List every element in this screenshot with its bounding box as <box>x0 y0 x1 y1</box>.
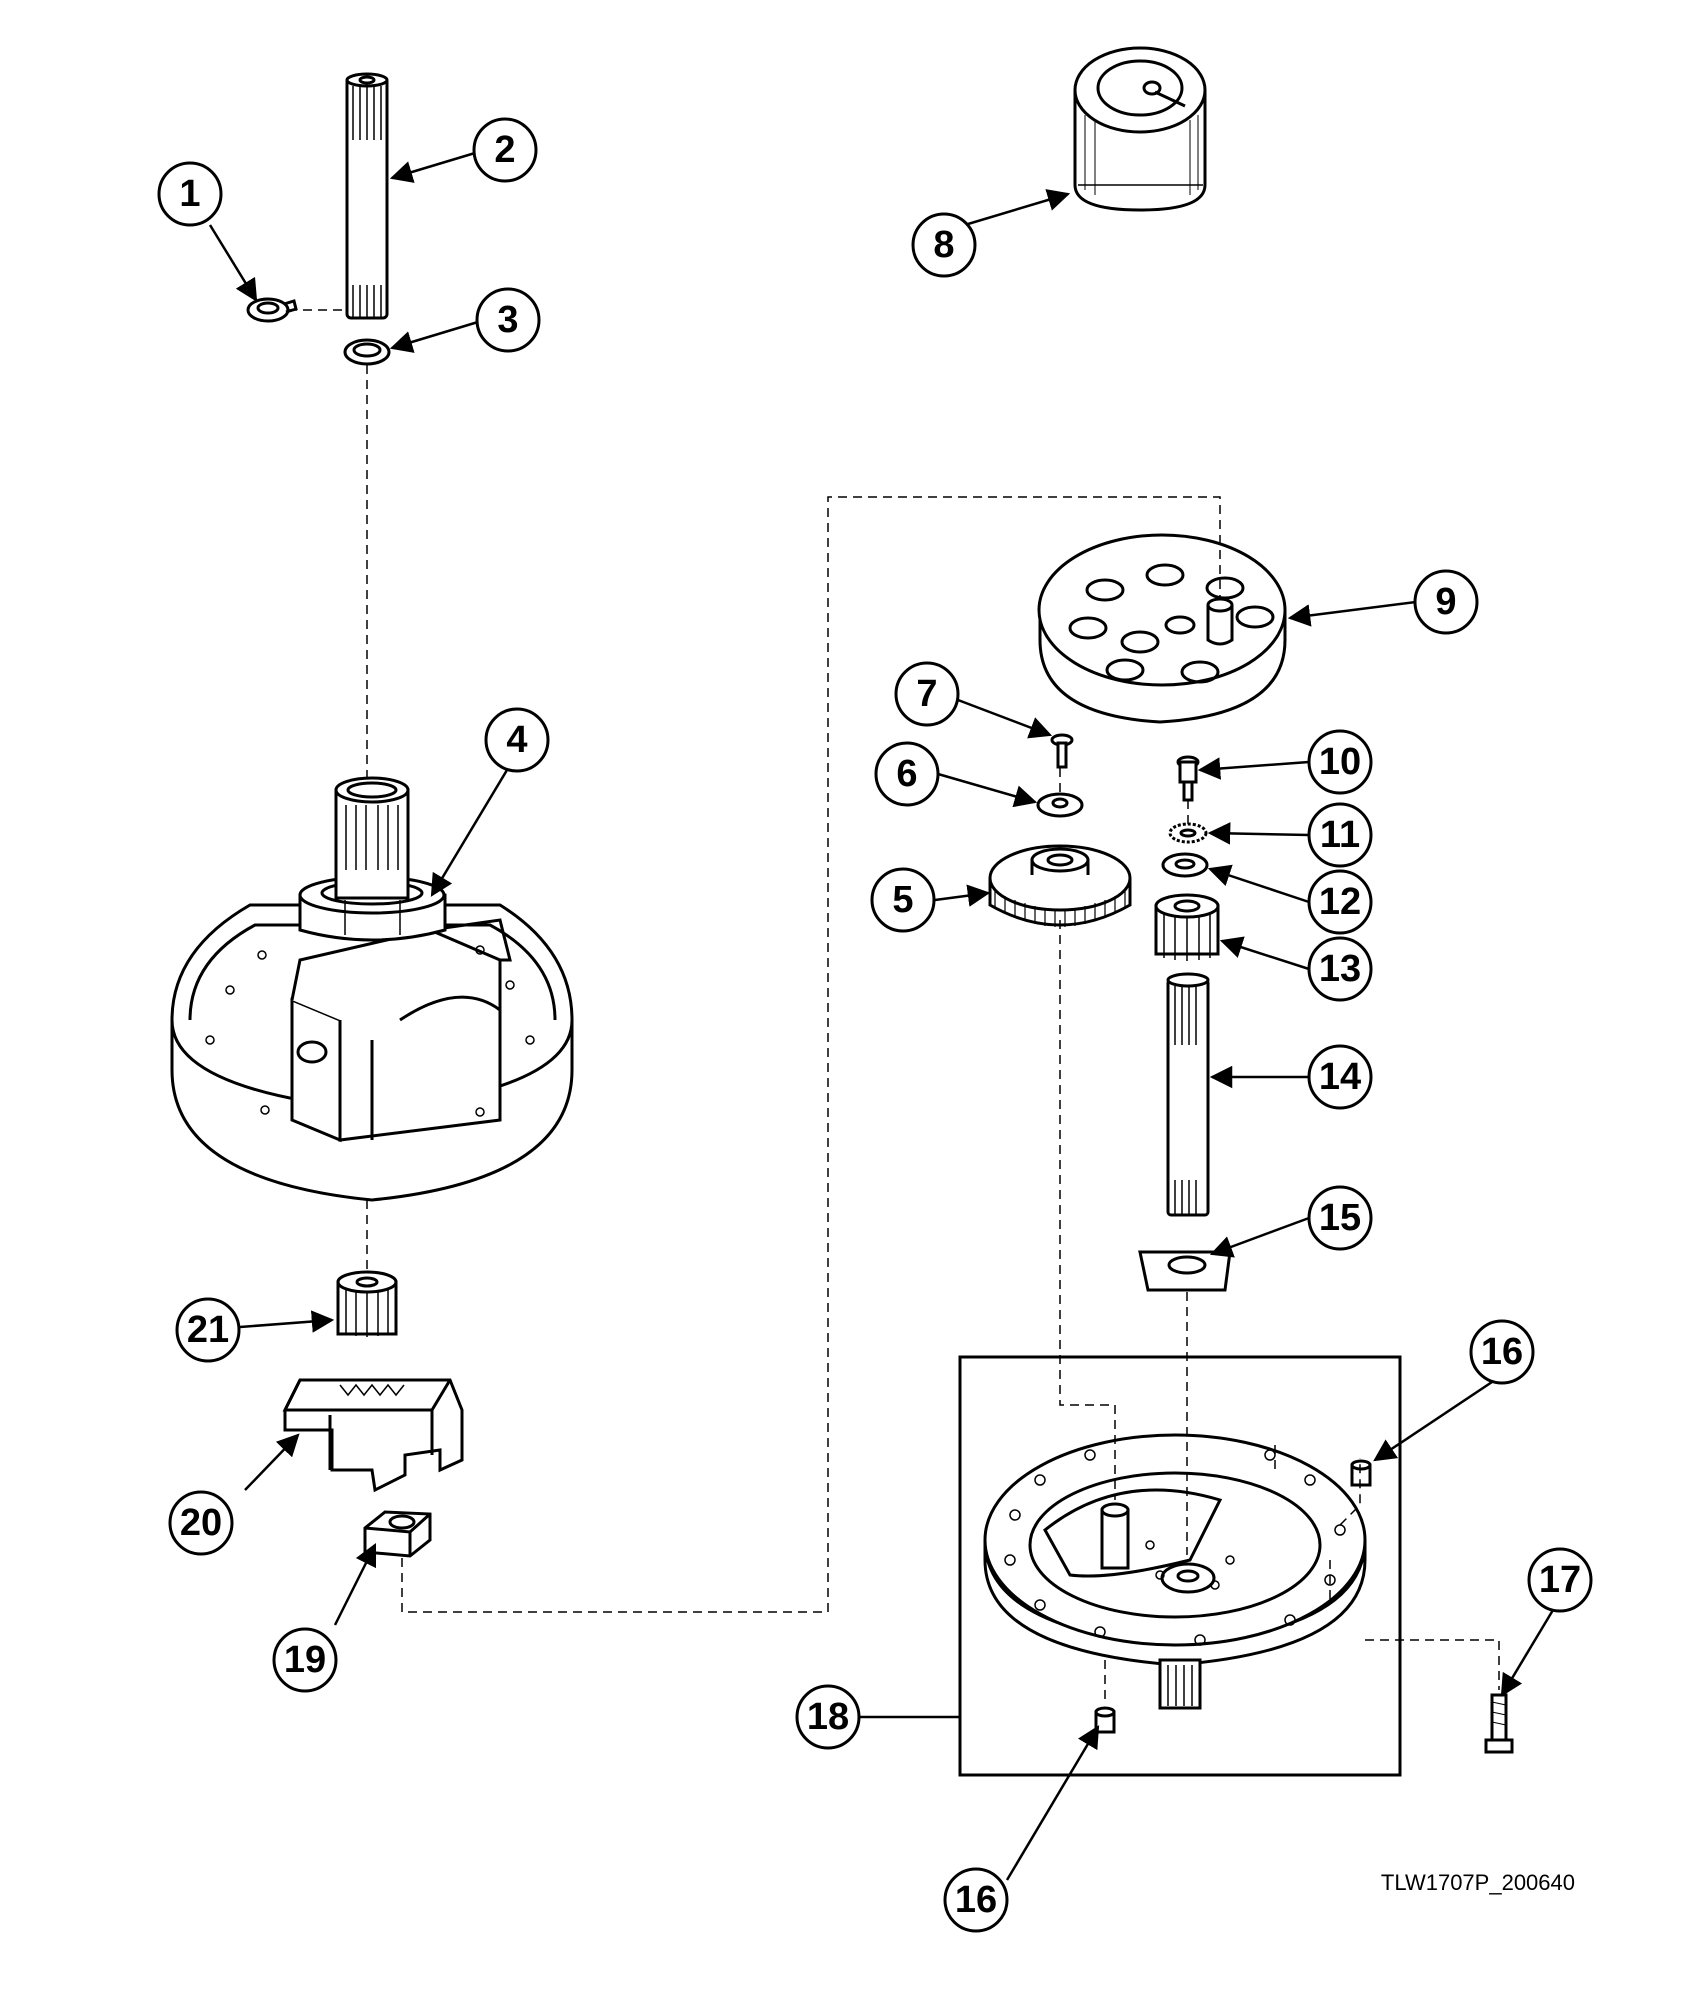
part-bushing-plate <box>1138 1250 1232 1292</box>
callout-17: 17 <box>1527 1547 1593 1613</box>
callout-label: 6 <box>896 753 917 795</box>
callout-3: 3 <box>475 287 541 353</box>
callout-10: 10 <box>1307 729 1373 795</box>
part-retaining-ring <box>246 297 298 323</box>
callout-13: 13 <box>1307 936 1373 1002</box>
callout-1: 1 <box>157 161 223 227</box>
part-shaft-lower <box>1166 972 1210 1217</box>
callout-16-upper: 16 <box>1469 1319 1535 1385</box>
part-shaft-top <box>345 72 389 320</box>
callout-label: 20 <box>180 1502 222 1544</box>
callout-label: 11 <box>1320 814 1360 856</box>
part-screw-small <box>1050 733 1074 769</box>
callout-label: 1 <box>179 173 200 215</box>
part-slide-block <box>363 1510 432 1558</box>
callout-18: 18 <box>795 1684 861 1750</box>
callout-label: 14 <box>1319 1056 1361 1098</box>
callout-label: 21 <box>187 1309 229 1351</box>
callout-label: 17 <box>1539 1559 1581 1601</box>
part-pinion-small <box>336 1270 398 1337</box>
document-id: TLW1707P_200640 <box>1380 1870 1575 1895</box>
part-gear-large <box>988 844 1132 927</box>
assembly-lines <box>288 309 1500 1705</box>
callout-label: 19 <box>284 1639 326 1681</box>
callout-14: 14 <box>1307 1044 1373 1110</box>
part-dowel-pin-lower <box>1094 1706 1116 1734</box>
callout-label: 5 <box>892 879 913 921</box>
callout-label: 7 <box>916 673 937 715</box>
callout-16-lower: 16 <box>943 1867 1009 1933</box>
part-canister <box>1073 46 1207 212</box>
callout-19: 19 <box>272 1627 338 1693</box>
part-pinion-gear <box>1154 893 1220 961</box>
callout-21: 21 <box>175 1297 241 1363</box>
callout-label: 16 <box>1481 1331 1523 1373</box>
callout-4: 4 <box>484 707 550 773</box>
part-flat-washer <box>1161 852 1209 878</box>
callout-6: 6 <box>874 741 940 807</box>
callout-label: 12 <box>1319 881 1361 923</box>
callout-8: 8 <box>911 212 977 278</box>
part-washer-top <box>343 338 391 366</box>
callout-20: 20 <box>168 1490 234 1556</box>
part-shifter-block <box>282 1378 464 1493</box>
callout-5: 5 <box>870 867 936 933</box>
callout-label: 13 <box>1319 948 1361 990</box>
part-bolt <box>1484 1693 1514 1754</box>
callout-label: 15 <box>1319 1197 1361 1239</box>
callout-9: 9 <box>1413 569 1479 635</box>
callout-label: 10 <box>1319 741 1361 783</box>
part-stud <box>1176 755 1200 802</box>
part-washer-gear <box>1036 792 1084 818</box>
callout-2: 2 <box>472 117 538 183</box>
callout-15: 15 <box>1307 1185 1373 1251</box>
callout-label: 8 <box>933 224 954 266</box>
part-gearbox-base <box>983 1433 1367 1710</box>
part-gearcase-housing <box>170 776 574 1202</box>
callout-label: 2 <box>494 129 515 171</box>
part-lock-washer <box>1168 822 1208 844</box>
callout-12: 12 <box>1307 869 1373 935</box>
callout-11: 11 <box>1307 802 1373 868</box>
assembly-frame <box>958 1355 1402 1777</box>
part-pulley <box>1037 533 1287 724</box>
callout-label: 18 <box>807 1696 849 1738</box>
callout-label: 4 <box>506 719 527 761</box>
callout-label: 3 <box>497 299 518 341</box>
callout-7: 7 <box>894 661 960 727</box>
part-dowel-pin-upper <box>1350 1459 1372 1487</box>
callout-label: 16 <box>955 1879 997 1921</box>
callout-label: 9 <box>1435 581 1456 623</box>
